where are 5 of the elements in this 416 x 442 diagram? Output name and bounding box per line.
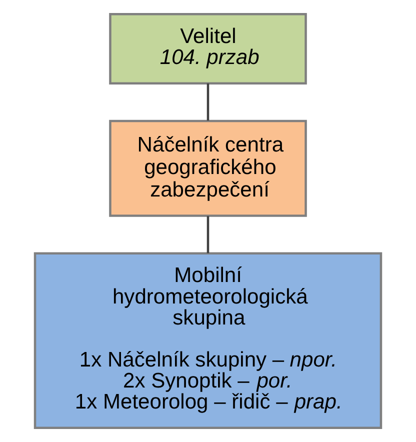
node-box: Náčelník centra geografického zabezpečení — [109, 120, 307, 217]
connector — [206, 216, 210, 254]
connector — [206, 83, 210, 121]
node-box: Velitel 104. przab — [109, 13, 307, 84]
node-box: Mobilní hydrometeorologická skupina 1x Náčelník skupiny – npor. 2x Synoptik – por. 1x Meteorolog – řidič – prap. — [34, 252, 382, 429]
